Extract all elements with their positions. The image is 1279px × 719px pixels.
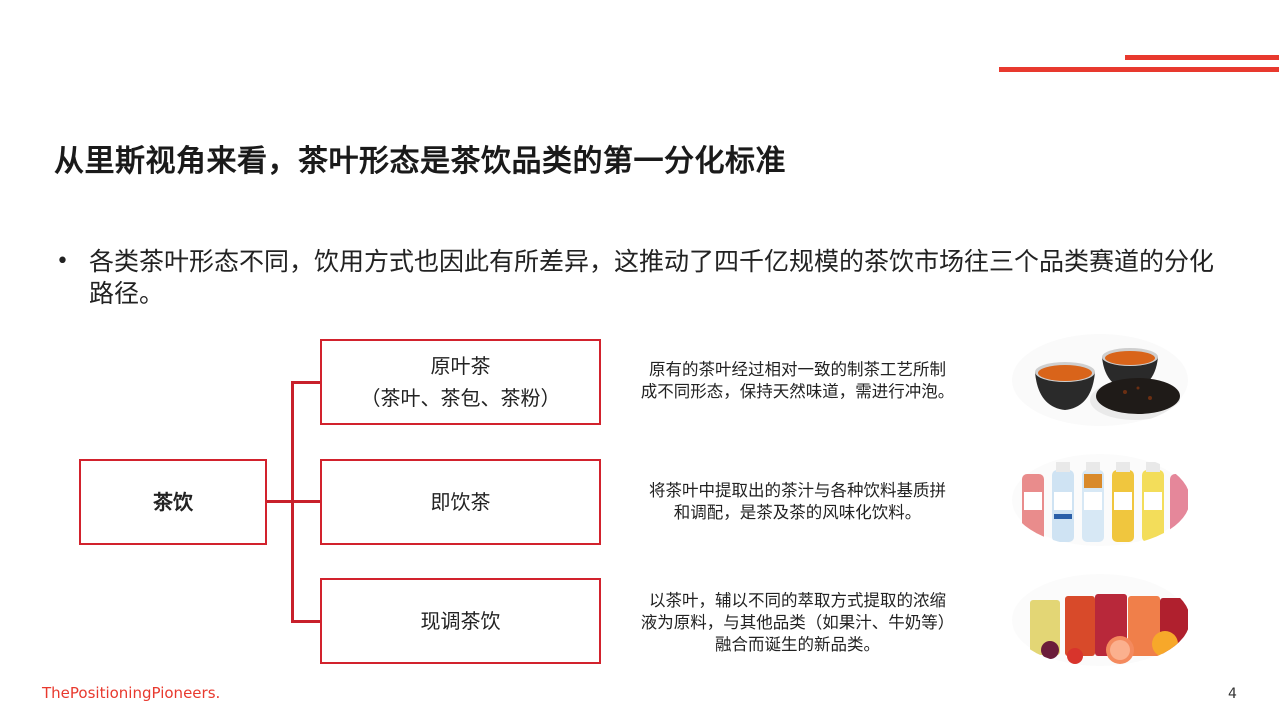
accent-line-short <box>1125 55 1279 60</box>
fresh-fruit-tea-image <box>1010 572 1190 667</box>
description-line: 融合而诞生的新品类。 <box>715 635 880 654</box>
description-line: 原有的茶叶经过相对一致的制茶工艺所制 <box>649 360 946 379</box>
page-number: 4 <box>1228 686 1237 702</box>
bullet-text: 各类茶叶形态不同，饮用方式也因此有所差异，这推动了四千亿规模的茶饮市场往三个品类… <box>89 247 1215 308</box>
description-line: 液为原料，与其他品类（如果汁、牛奶等） <box>640 613 955 632</box>
description-fresh-tea: 以茶叶，辅以不同的萃取方式提取的浓缩 液为原料，与其他品类（如果汁、牛奶等） 融… <box>620 590 975 656</box>
root-node-label: 茶饮 <box>153 490 193 514</box>
loose-leaf-tea-image <box>1010 332 1190 427</box>
description-line: 和调配，是茶及茶的风味化饮料。 <box>673 503 922 522</box>
description-line: 将茶叶中提取出的茶汁与各种饮料基质拼 <box>649 481 946 500</box>
bottled-tea-image <box>1010 452 1190 547</box>
branch-node-fresh-tea: 现调茶饮 <box>320 578 601 664</box>
branch-node-leaf-tea: 原叶茶 （茶叶、茶包、茶粉） <box>320 339 601 425</box>
description-rtd-tea: 将茶叶中提取出的茶汁与各种饮料基质拼 和调配，是茶及茶的风味化饮料。 <box>620 480 975 524</box>
connector-branch-1 <box>291 381 321 384</box>
footer-brand: ThePositioningPioneers. <box>42 684 221 702</box>
connector-branch-3 <box>291 620 321 623</box>
description-line: 以茶叶，辅以不同的萃取方式提取的浓缩 <box>649 591 946 610</box>
description-line: 成不同形态，保持天然味道，需进行冲泡。 <box>640 382 955 401</box>
branch-label: 原叶茶 <box>430 354 491 378</box>
slide-title: 从里斯视角来看，茶叶形态是茶饮品类的第一分化标准 <box>54 144 786 179</box>
accent-line-long <box>999 67 1279 72</box>
description-leaf-tea: 原有的茶叶经过相对一致的制茶工艺所制 成不同形态，保持天然味道，需进行冲泡。 <box>620 359 975 403</box>
branch-sublabel: （茶叶、茶包、茶粉） <box>360 386 561 410</box>
bullet-marker: • <box>56 249 69 274</box>
root-node-tea-drinks: 茶饮 <box>79 459 267 545</box>
bullet-point: • 各类茶叶形态不同，饮用方式也因此有所差异，这推动了四千亿规模的茶饮市场往三个… <box>56 246 1226 310</box>
branch-node-rtd-tea: 即饮茶 <box>320 459 601 545</box>
branch-label: 现调茶饮 <box>420 609 501 633</box>
connector-vertical-trunk <box>291 381 294 622</box>
branch-label: 即饮茶 <box>430 490 491 514</box>
